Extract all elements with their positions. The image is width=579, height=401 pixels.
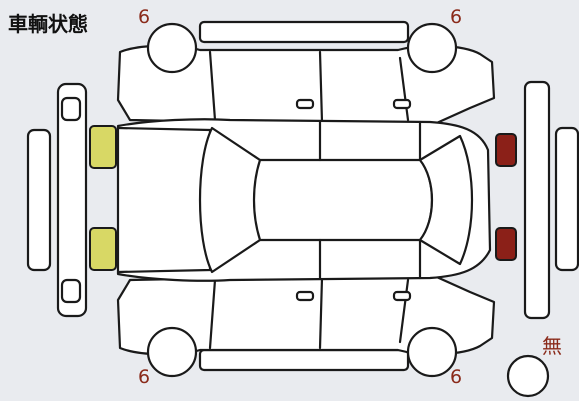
wheel-front-right: [146, 326, 198, 378]
taillight-left: [495, 133, 517, 167]
door-handle-upper-rear: [392, 98, 412, 110]
spare-tire-circle: [506, 354, 550, 398]
rear-bumper: [523, 80, 551, 320]
door-handle-lower-front: [295, 290, 315, 302]
pillar-lines: [318, 120, 422, 280]
rear-window: [418, 134, 474, 266]
front-mirror-right: [60, 278, 82, 304]
door-handle-lower-rear: [392, 290, 412, 302]
door-handle-upper-front: [295, 98, 315, 110]
taillight-right: [495, 227, 517, 261]
tire-tread-front-left: 6: [138, 6, 151, 28]
roof-bar-right-side: [198, 348, 410, 372]
wheel-rear-right: [406, 326, 458, 378]
wheel-rear-left: [406, 22, 458, 74]
door-line-lower: [208, 276, 410, 350]
wheel-front-left: [146, 22, 198, 74]
rear-panel: [554, 126, 579, 272]
door-line-upper: [208, 50, 410, 124]
front-bumper: [26, 128, 52, 272]
roof-bar-left-side: [198, 20, 410, 44]
front-mirror-left: [60, 96, 82, 122]
headlight-left: [89, 125, 117, 169]
windshield: [198, 126, 262, 274]
tire-tread-rear-right: 6: [450, 366, 463, 388]
front-nose: [56, 82, 88, 318]
roof-top: [252, 158, 434, 242]
tire-tread-rear-left: 6: [450, 6, 463, 28]
spare-tire-status: 無: [542, 334, 562, 358]
headlight-right: [89, 227, 117, 271]
tire-tread-front-right: 6: [138, 366, 151, 388]
diagram-title: 車輌状態: [8, 12, 88, 36]
